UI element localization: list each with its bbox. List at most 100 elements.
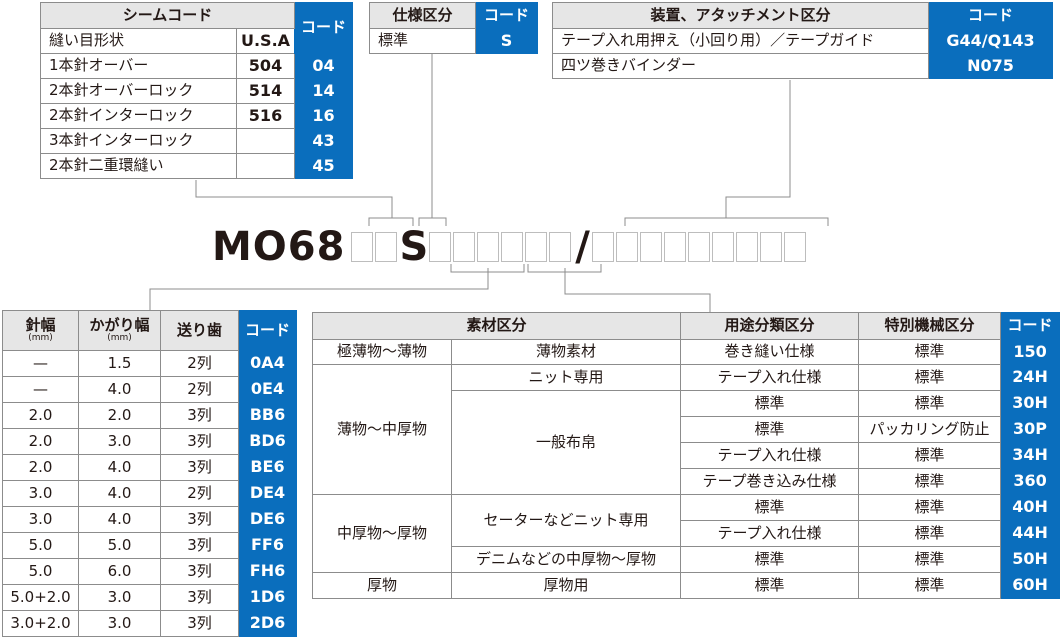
seam-code: 04 (294, 53, 353, 79)
material-type: デニムなどの中厚物～厚物 (450, 546, 682, 573)
seam-name: 2本針インターロック (40, 103, 237, 129)
table-row: 1本針オーバー 504 04 (40, 53, 353, 79)
device-header: 装置、アタッチメント区分 (552, 2, 929, 29)
device-code-header: コード (928, 2, 1053, 29)
usage-header: 用途分類区分 (680, 312, 860, 340)
overedge-width-header: かがり幅(mm) (78, 310, 161, 351)
material-group: 薄物～中厚物 (312, 364, 452, 495)
seam-name: 1本針オーバー (40, 53, 237, 79)
seam-code: 16 (294, 103, 353, 129)
seam-usa (236, 128, 295, 154)
needle-code-slot (429, 232, 452, 262)
device-name: 四ツ巻きバインダー (552, 53, 929, 79)
seam-connector (195, 180, 393, 218)
device-code-slot (591, 232, 614, 262)
seam-usa-header: U.S.A (236, 28, 295, 54)
material-type: ニット専用 (450, 364, 682, 391)
seam-code-table: シームコード コード 縫い目形状 U.S.A 1本針オーバー 504 04 2本… (40, 2, 353, 179)
model-prefix: MO68 (212, 224, 346, 270)
needle-code-slot (453, 232, 476, 262)
seam-name: 2本針オーバーロック (40, 78, 237, 104)
device-code: N075 (928, 53, 1053, 79)
seam-code: 45 (294, 153, 353, 179)
material-connector (564, 268, 711, 312)
table-row: 2本針インターロック 516 16 (40, 103, 353, 129)
special-header: 特別機械区分 (858, 312, 1002, 340)
device-name: テープ入れ用押え（小回り用）／テープガイド (552, 28, 929, 54)
device-code-slot (783, 232, 806, 262)
material-header: 素材区分 (311, 312, 682, 340)
material-code-slot (549, 232, 572, 262)
device-code-slot (663, 232, 686, 262)
material-table: 素材区分 用途分類区分 特別機械区分 コード 極薄物～薄物 薄物素材 巻き縫い仕… (311, 312, 1061, 599)
spec-code: S (475, 28, 538, 54)
spec-table: 仕様区分 コード 標準 S (369, 2, 538, 54)
material-type: 薄物素材 (450, 339, 682, 365)
table-row: テープ入れ用押え（小回り用）／テープガイド G44/Q143 (552, 28, 1053, 54)
feed-dog-header: 送り歯 (160, 310, 239, 351)
spec-code-header: コード (475, 2, 538, 29)
table-row: 四ツ巻きバインダー N075 (552, 53, 1053, 79)
seam-code: 43 (294, 128, 353, 154)
device-connector (725, 80, 791, 218)
material-type: 一般布帛 (450, 390, 682, 495)
material-group: 厚物 (312, 572, 452, 599)
model-spec-letter: S (399, 224, 429, 270)
device-bracket (624, 217, 829, 226)
seam-usa: 504 (236, 53, 295, 79)
seam-name: 2本針二重環縫い (40, 153, 237, 179)
needle-width-header: 針幅(mm) (2, 310, 79, 351)
table-row: 2本針オーバーロック 514 14 (40, 78, 353, 104)
model-number: MO68 S / (212, 226, 808, 268)
seam-name: 3本針インターロック (40, 128, 237, 154)
seam-header: シームコード (40, 2, 295, 29)
material-type: セーターなどニット専用 (450, 494, 682, 547)
material-type: 厚物用 (450, 572, 682, 599)
device-code-slot (615, 232, 638, 262)
spec-name: 標準 (369, 28, 476, 54)
table-row: 標準 S (369, 28, 538, 54)
seam-usa (236, 153, 295, 179)
material-group: 極薄物～薄物 (312, 339, 452, 365)
seam-usa: 514 (236, 78, 295, 104)
material-code-slot (525, 232, 548, 262)
device-code-slot (687, 232, 710, 262)
model-slash: / (575, 224, 590, 270)
material-group: 中厚物～厚物 (312, 494, 452, 573)
seam-code-header: コード (294, 2, 353, 54)
needle-connector (149, 268, 489, 310)
needle-code-slot (477, 232, 500, 262)
material-code-slot (501, 232, 524, 262)
seam-usa: 516 (236, 103, 295, 129)
device-code-slot (711, 232, 734, 262)
seam-code-slot (351, 232, 374, 262)
device-code: G44/Q143 (928, 28, 1053, 54)
device-table: 装置、アタッチメント区分 コード テープ入れ用押え（小回り用）／テープガイド G… (552, 2, 1053, 79)
device-code-slot (735, 232, 758, 262)
material-code-header: コード (1000, 312, 1061, 340)
spec-header: 仕様区分 (369, 2, 476, 29)
seam-code: 14 (294, 78, 353, 104)
seam-code-slot (375, 232, 398, 262)
table-row: 2本針二重環縫い 45 (40, 153, 353, 179)
table-row: 3本針インターロック 43 (40, 128, 353, 154)
device-code-slot (639, 232, 662, 262)
